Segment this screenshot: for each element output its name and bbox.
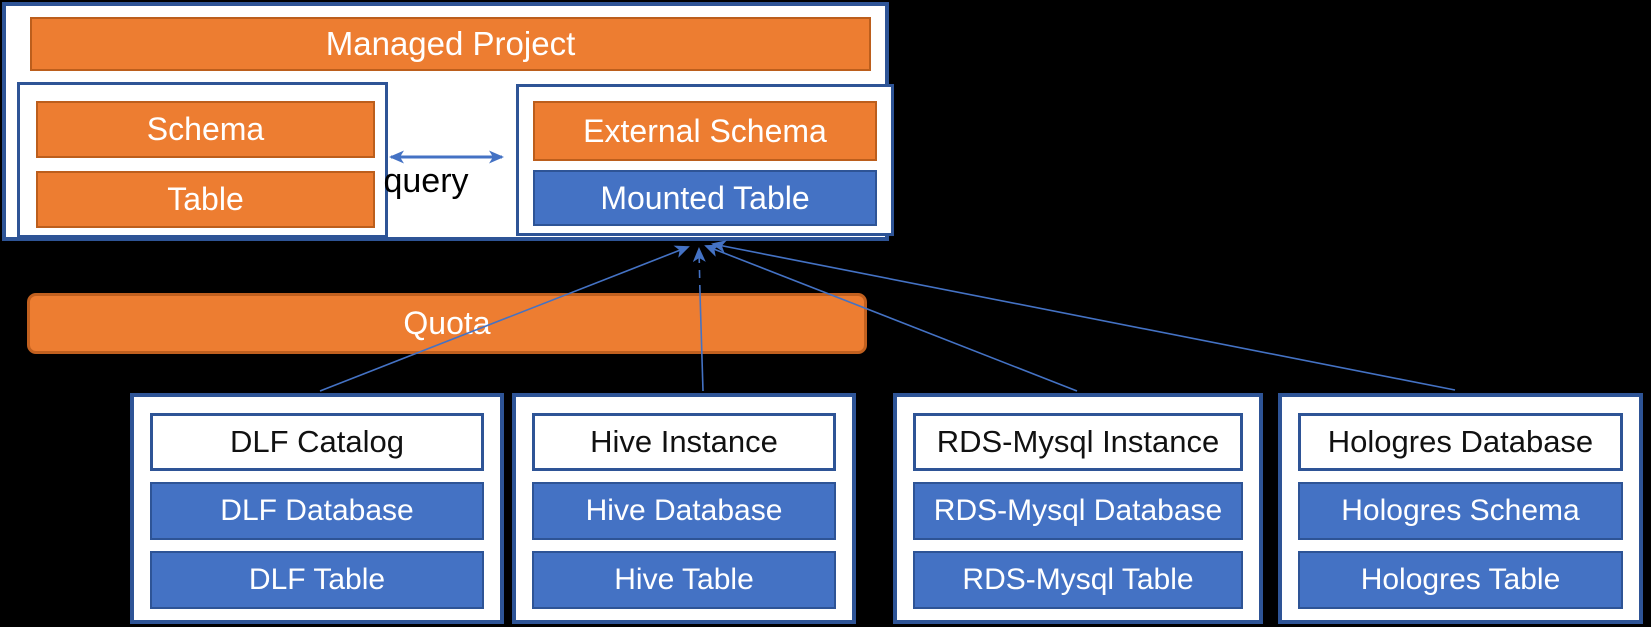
source-card-hologres-row-schema: Hologres Schema [1298,482,1623,540]
source-card-hive: Hive Instance Hive Database Hive Table [512,393,856,624]
internal-schema-group: Schema Table [17,82,388,238]
mounted-table-box: Mounted Table [533,170,877,226]
source-card-hologres-header: Hologres Database [1298,413,1623,471]
source-card-hologres: Hologres Database Hologres Schema Hologr… [1278,393,1643,624]
query-label: query [383,161,469,200]
source-card-hologres-row-table: Hologres Table [1298,551,1623,609]
source-card-hive-header: Hive Instance [532,413,836,471]
connector-hive-to-mounted-table-upper [692,247,706,294]
quota-bar: Quota [27,293,867,354]
source-card-rds-mysql: RDS-Mysql Instance RDS-Mysql Database RD… [893,393,1263,624]
source-card-dlf-header: DLF Catalog [150,413,484,471]
external-schema-box: External Schema [533,101,877,161]
external-schema-group: External Schema Mounted Table [516,84,894,236]
source-card-rds-mysql-row-database: RDS-Mysql Database [913,482,1243,540]
source-card-hive-row-database: Hive Database [532,482,836,540]
source-card-dlf-row-database: DLF Database [150,482,484,540]
source-card-dlf: DLF Catalog DLF Database DLF Table [130,393,504,624]
source-card-rds-mysql-header: RDS-Mysql Instance [913,413,1243,471]
managed-project-container: Managed Project Schema Table External Sc… [2,2,894,241]
source-card-rds-mysql-row-table: RDS-Mysql Table [913,551,1243,609]
source-card-dlf-row-table: DLF Table [150,551,484,609]
table-box: Table [36,171,375,228]
source-card-hive-row-table: Hive Table [532,551,836,609]
managed-project-header: Managed Project [30,17,871,71]
schema-box: Schema [36,101,375,158]
